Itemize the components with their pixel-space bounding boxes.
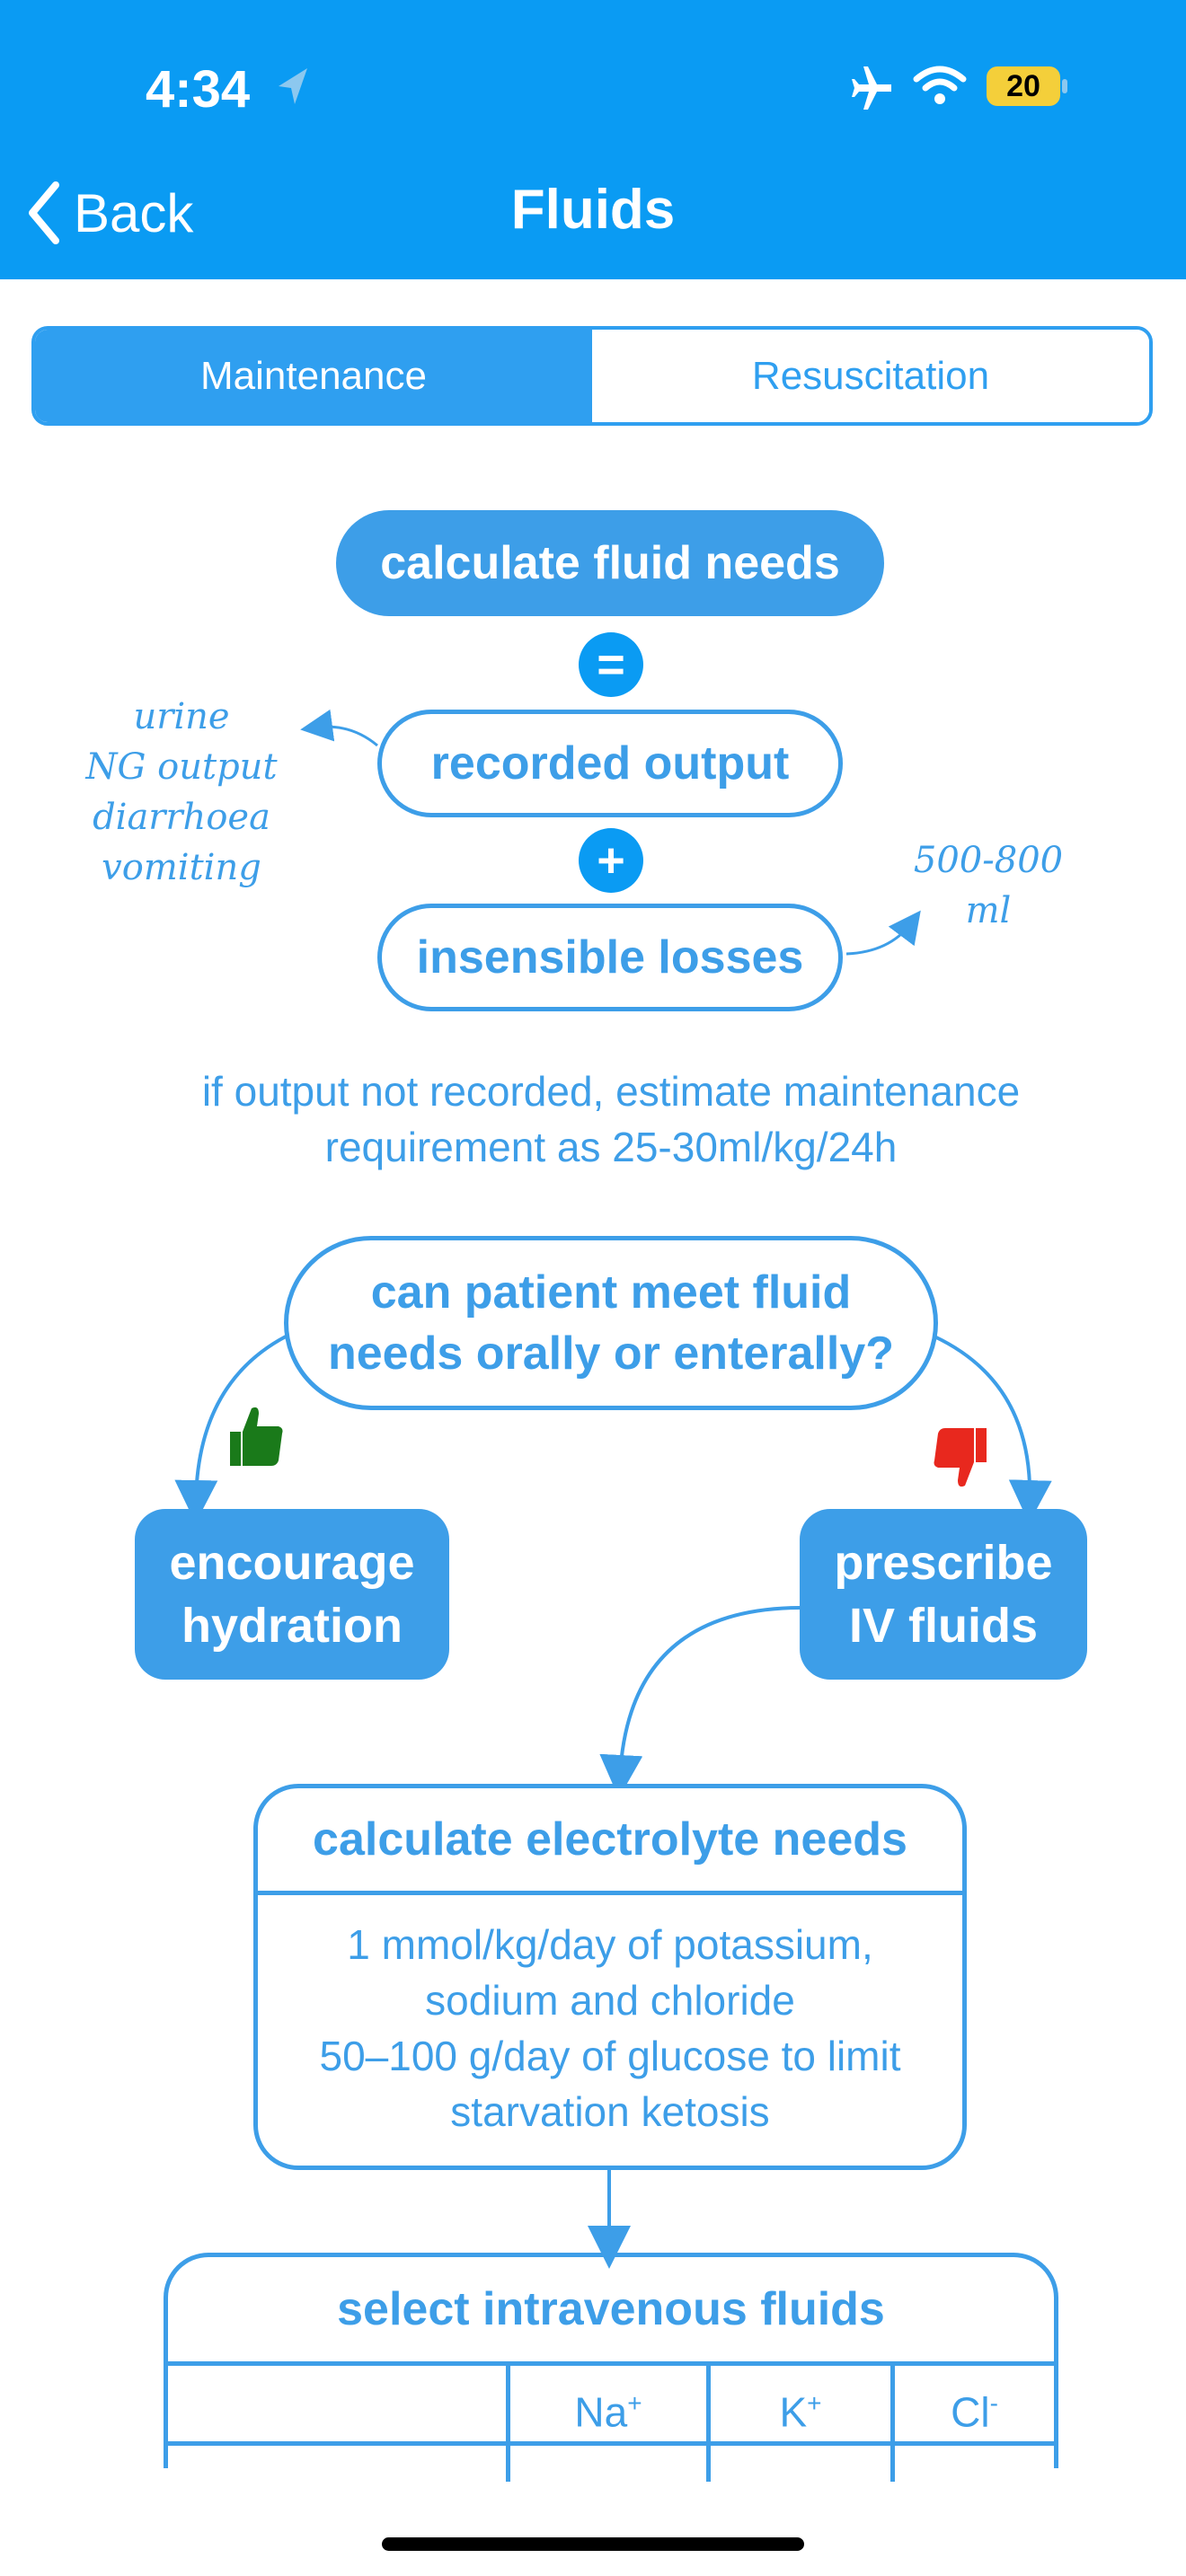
- back-label: Back: [74, 182, 194, 243]
- losses-amount: 500-800: [913, 840, 1064, 881]
- table-cell: [168, 2446, 510, 2482]
- electrolyte-title: calculate electrolyte needs: [258, 1788, 962, 1895]
- electrolyte-card: calculate electrolyte needs 1 mmol/kg/da…: [253, 1784, 967, 2170]
- no-line-2: IV fluids: [848, 1599, 1038, 1653]
- output-notes: urine NG output diarrhoea vomiting: [38, 692, 325, 893]
- battery-tip: [1062, 79, 1067, 93]
- fluids-table-header: Na+ K+ Cl-: [168, 2366, 1054, 2446]
- segmented-control: Maintenance Resuscitation: [31, 326, 1153, 426]
- table-cell: [510, 2446, 711, 2482]
- thumbs-down-icon: [934, 1428, 987, 1487]
- estimate-note-line-1: if output not recorded, estimate mainten…: [201, 1068, 1021, 1115]
- plus-icon: +: [579, 828, 643, 893]
- yes-line-1: encourage: [169, 1536, 415, 1590]
- thumbs-up-icon: [230, 1407, 283, 1466]
- insensible-losses-node: insensible losses: [377, 904, 843, 1011]
- table-header-cl: Cl-: [895, 2366, 1054, 2441]
- electrolyte-line-3: 50–100 g/day of glucose to limit: [319, 2033, 901, 2079]
- tab-maintenance[interactable]: Maintenance: [35, 330, 592, 422]
- table-cell: [711, 2446, 895, 2482]
- losses-unit: ml: [965, 890, 1012, 931]
- na-label: Na: [574, 2388, 628, 2436]
- note-ng-output: NG output: [85, 746, 278, 788]
- fluids-table-row-partial: [168, 2446, 1054, 2482]
- tab-resuscitation[interactable]: Resuscitation: [592, 330, 1149, 422]
- status-time: 4:34: [146, 60, 251, 119]
- estimate-note: if output not recorded, estimate mainten…: [54, 1063, 1168, 1175]
- table-header-na: Na+: [510, 2366, 711, 2441]
- battery-icon: 20: [987, 66, 1060, 106]
- back-button[interactable]: Back: [25, 172, 193, 253]
- encourage-hydration-node: encourage hydration: [135, 1509, 449, 1680]
- na-sup: +: [627, 2389, 642, 2417]
- oral-intake-question: can patient meet fluid needs orally or e…: [284, 1236, 938, 1410]
- question-line-2: needs orally or enterally?: [327, 1328, 895, 1380]
- equals-icon: =: [579, 632, 643, 697]
- select-fluids-card: select intravenous fluids Na+ K+ Cl-: [164, 2253, 1058, 2482]
- electrolyte-line-1: 1 mmol/kg/day of potassium,: [347, 1921, 873, 1968]
- location-icon: [279, 68, 307, 104]
- cl-label: Cl: [951, 2388, 990, 2436]
- k-label: K: [779, 2388, 808, 2436]
- electrolyte-body: 1 mmol/kg/day of potassium, sodium and c…: [258, 1895, 962, 2139]
- yes-line-2: hydration: [181, 1599, 403, 1653]
- nav-bar: [0, 0, 1186, 279]
- calculate-fluid-needs-node: calculate fluid needs: [336, 510, 884, 616]
- cl-sup: -: [989, 2389, 998, 2417]
- electrolyte-line-4: starvation ketosis: [450, 2088, 770, 2135]
- note-urine: urine: [133, 696, 230, 737]
- airplane-icon: [852, 66, 891, 110]
- prescribe-iv-fluids-node: prescribe IV fluids: [800, 1509, 1087, 1680]
- page-title: Fluids: [510, 179, 676, 241]
- table-header-k: K+: [711, 2366, 895, 2441]
- no-line-1: prescribe: [834, 1536, 1053, 1590]
- losses-note: 500-800 ml: [872, 835, 1105, 936]
- question-line-1: can patient meet fluid: [370, 1266, 852, 1319]
- electrolyte-line-2: sodium and chloride: [425, 1977, 795, 2024]
- recorded-output-node: recorded output: [377, 710, 843, 817]
- chevron-left-icon: [29, 181, 59, 244]
- wifi-icon: [913, 66, 967, 104]
- table-header-blank: [168, 2366, 510, 2441]
- table-cell: [895, 2446, 1054, 2482]
- note-diarrhoea: diarrhoea: [93, 797, 270, 838]
- estimate-note-line-2: requirement as 25-30ml/kg/24h: [324, 1124, 898, 1170]
- home-indicator[interactable]: [382, 2537, 804, 2551]
- select-fluids-title: select intravenous fluids: [168, 2257, 1054, 2366]
- k-sup: +: [807, 2389, 822, 2417]
- note-vomiting: vomiting: [102, 847, 261, 888]
